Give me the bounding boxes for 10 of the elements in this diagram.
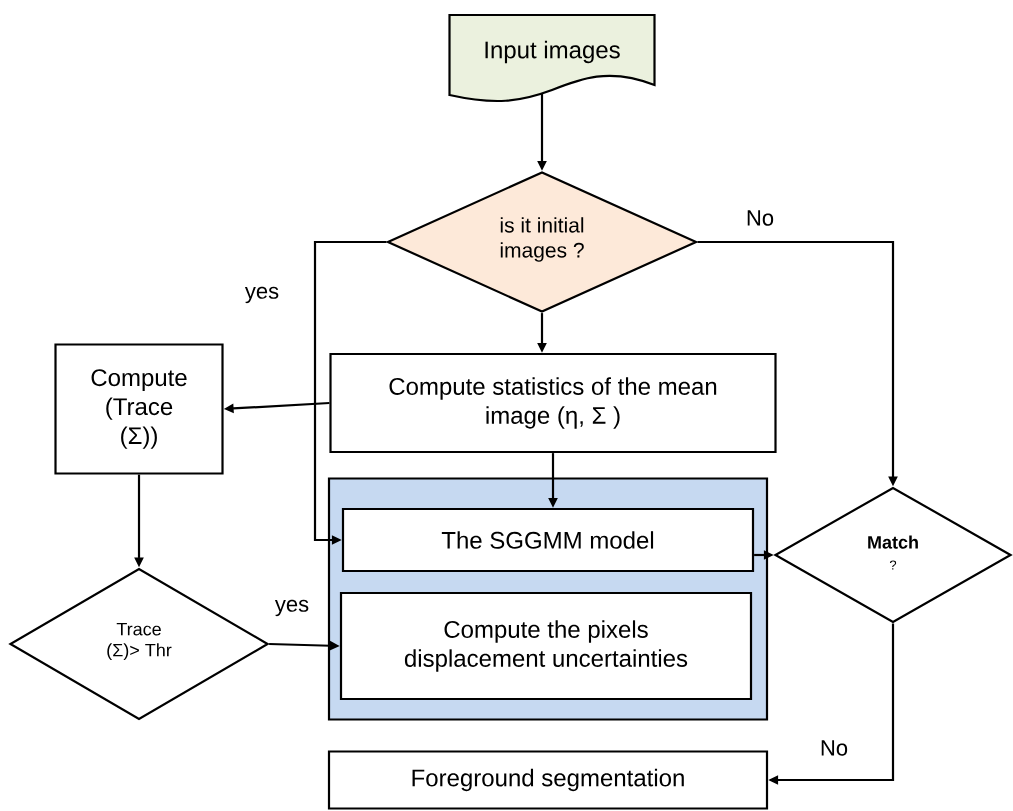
- arrow: [313, 240, 387, 545]
- edge-label: yes: [272, 597, 312, 619]
- process-box: Foreground segmentation: [327, 750, 769, 810]
- edge-label: yes: [242, 284, 282, 306]
- process-box: Compute statistics of the mean image (η, Σ ): [329, 352, 777, 454]
- process-box: Compute (Trace (Σ)): [54, 343, 224, 475]
- edge-label: No: [743, 208, 777, 228]
- process-box: Compute the pixels displacement uncertainties: [339, 591, 753, 701]
- edge-label: No: [817, 738, 851, 758]
- process-box: The SGGMM model: [341, 507, 755, 573]
